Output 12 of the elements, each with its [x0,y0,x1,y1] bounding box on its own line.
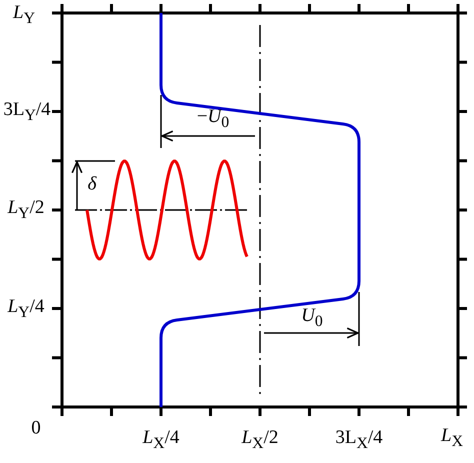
axis-tick-label: L$_{Y}$/4 [8,297,44,321]
axis-tick-label: L$_{Y}$/2 [8,198,44,222]
axis-tick-label: L$_{X}$/2 [242,428,278,452]
axis-tick-label: 3L$_{Y}$/4 [3,100,51,124]
axis-tick-label: 0 [31,418,41,438]
dimension-label: U$_{0}$ [301,306,323,330]
axis-tick-label: L$_{X}$/4 [142,428,180,452]
dimension-label: δ [88,174,96,194]
axis-tick-label: L$_{Y}$ [13,3,35,27]
axis-tick-label: 3L$_{X}$/4 [335,428,383,452]
axis-tick-label: L$_{X}$ [441,426,463,450]
dimension-label: −U$_{0}$ [196,107,230,131]
